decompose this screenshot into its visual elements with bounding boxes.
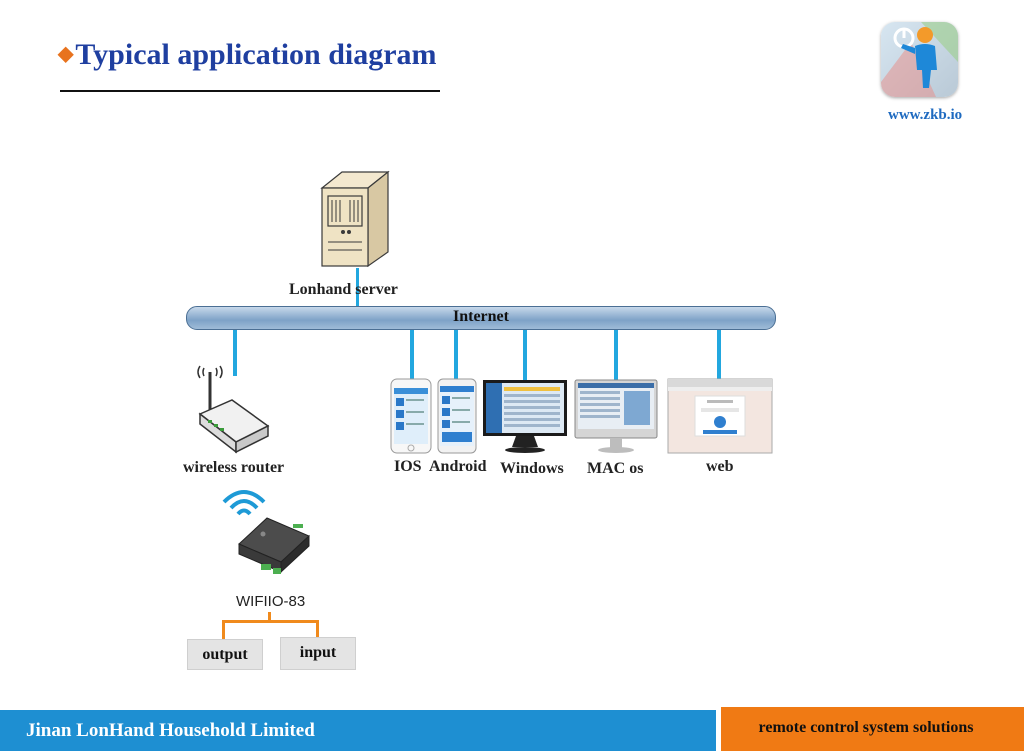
footer-company-band	[0, 710, 716, 751]
website-url: www.zkb.io	[888, 107, 963, 123]
windows-label: Windows	[500, 460, 564, 477]
android-connector	[454, 328, 458, 382]
server-connector	[356, 268, 359, 308]
router-label: wireless router	[183, 459, 285, 476]
input-box: input	[280, 637, 356, 670]
windows-connector	[523, 328, 527, 381]
io-wire-output	[222, 620, 225, 640]
internet-bus: Internet	[186, 306, 776, 330]
output-label: output	[202, 646, 248, 663]
footer-tagline: remote control system solutions	[758, 719, 974, 736]
power-person-icon	[881, 22, 958, 97]
android-phone-icon	[437, 378, 477, 454]
diamond-bullet-icon: ◆	[58, 43, 74, 65]
footer-company: Jinan LonHand Household Limited	[26, 720, 315, 741]
iphone-icon	[390, 378, 432, 454]
wifiio-device-icon	[238, 517, 310, 574]
internet-label: Internet	[453, 308, 509, 325]
mac-label: MAC os	[587, 460, 644, 477]
title-underline	[60, 90, 440, 92]
server-icon	[320, 170, 390, 268]
mac-connector	[614, 328, 618, 381]
input-label: input	[299, 644, 337, 661]
output-box: output	[187, 639, 263, 670]
web-connector	[717, 328, 721, 380]
ios-label: IOS	[394, 458, 422, 475]
io-wire-stem	[268, 612, 271, 623]
footer-tagline-band	[721, 707, 1024, 751]
windows-monitor-icon	[483, 380, 567, 453]
io-wire-bar	[222, 620, 319, 623]
logo	[881, 22, 958, 97]
wireless-router-icon	[197, 365, 270, 454]
web-label: web	[706, 458, 734, 475]
device-label: WIFIIO-83	[236, 593, 306, 610]
ios-connector	[410, 328, 414, 380]
slide-title-text: Typical application diagram	[75, 38, 437, 71]
android-label: Android	[429, 458, 487, 475]
web-browser-icon	[667, 378, 773, 454]
server-label: Lonhand server	[289, 281, 398, 298]
slide-title: ◆Typical application diagram	[58, 38, 437, 72]
io-wire-input	[316, 620, 319, 638]
router-connector	[233, 328, 237, 376]
wifi-signal-icon	[222, 490, 266, 516]
imac-monitor-icon	[574, 379, 658, 453]
